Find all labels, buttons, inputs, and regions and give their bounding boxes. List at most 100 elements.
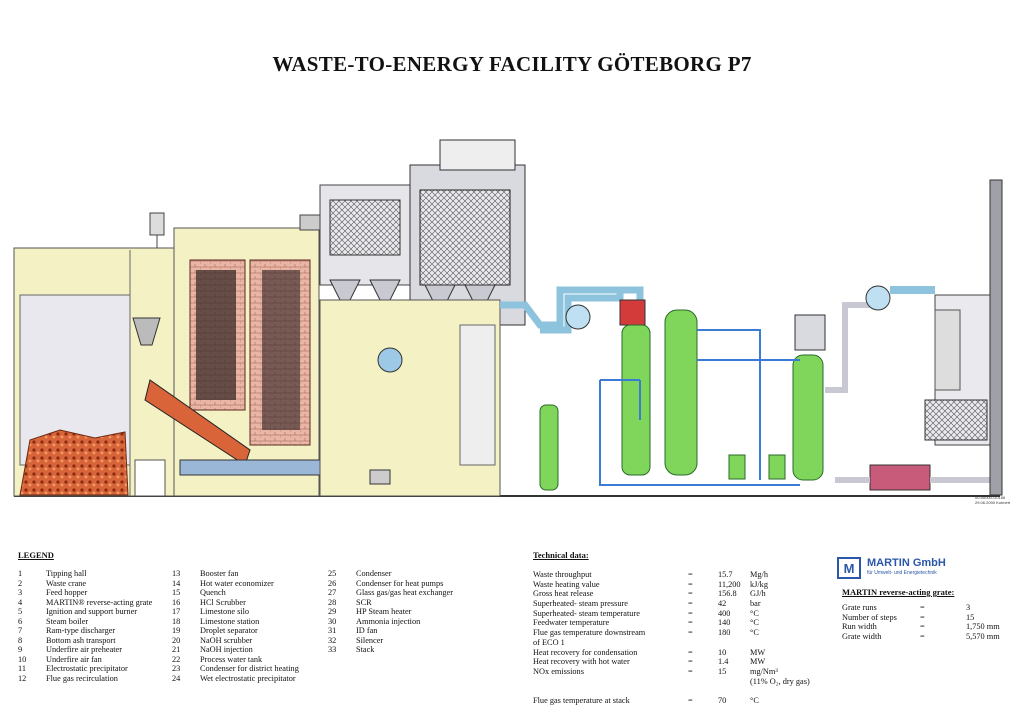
legend-number: 9 xyxy=(18,645,23,655)
technical-label xyxy=(533,677,688,687)
legend-number: 26 xyxy=(328,578,337,588)
legend-item: 26 Condenser for heat pumps xyxy=(328,579,453,589)
legend-number: 3 xyxy=(18,588,23,598)
legend-text: HCl Scrubber xyxy=(200,597,246,607)
technical-eq: = xyxy=(688,599,693,609)
legend-number: 7 xyxy=(18,626,23,636)
martin-logo-icon: M xyxy=(837,557,861,579)
legend-number: 27 xyxy=(328,588,337,598)
plant-diagram: 00-00000-G0156 29.06.2000 Kuhnert xyxy=(13,139,1011,505)
technical-unit xyxy=(750,638,820,648)
technical-label: of ECO 1 xyxy=(533,637,565,647)
svg-text:M: M xyxy=(844,561,855,576)
technical-row: Heat recovery with hot water = 1.4 MW xyxy=(533,657,820,667)
legend-item: 9 Underfire air preheater xyxy=(18,645,152,655)
legend-number: 14 xyxy=(172,578,181,588)
legend-text: Condenser xyxy=(356,569,392,578)
legend-text: Underfire air preheater xyxy=(46,645,123,655)
legend-text: Tipping hall xyxy=(46,569,87,578)
legend-number: 30 xyxy=(328,616,337,626)
technical-eq: = xyxy=(688,657,693,667)
legend-text: Droplet separator xyxy=(200,626,258,636)
technical-value: 15.7 xyxy=(718,570,733,579)
legend-text: Stack xyxy=(356,645,375,655)
diagram-note-1: 00-00000-G0156 xyxy=(975,495,1006,500)
legend-text: NaOH scrubber xyxy=(200,635,253,645)
technical-label: Heat recovery with hot water xyxy=(533,657,630,667)
legend-text: Underfire air fan xyxy=(46,654,102,664)
technical-unit xyxy=(750,686,820,696)
page-title: WASTE-TO-ENERGY FACILITY GÖTEBORG P7 xyxy=(272,52,752,76)
technical-label xyxy=(533,686,688,696)
legend-number: 12 xyxy=(18,674,27,684)
legend-text: Limestone silo xyxy=(200,607,250,617)
legend-number: 25 xyxy=(328,569,337,578)
technical-row: of ECO 1 xyxy=(533,638,820,648)
technical-eq: = xyxy=(688,647,693,657)
technical-value: 1.4 xyxy=(718,657,729,667)
technical-value: 10 xyxy=(718,647,727,657)
legend-item: 12 Flue gas recirculation xyxy=(18,674,152,684)
technical-unit: MW xyxy=(750,647,766,657)
legend-text: Ammonia injection xyxy=(356,616,421,626)
legend-text: Hot water economizer xyxy=(200,578,274,588)
grate-value: 5,570 mm xyxy=(966,631,1000,641)
technical-label: Superheated- steam pressure xyxy=(533,599,628,609)
legend-text: HP Steam heater xyxy=(356,607,412,617)
legend-text: Wet electrostatic precipitator xyxy=(200,674,296,684)
legend-text: SCR xyxy=(356,597,372,607)
technical-value xyxy=(718,686,750,696)
technical-label: Flue gas temperature downstream xyxy=(533,628,646,638)
technical-label: Waste throughput xyxy=(533,570,592,579)
company-name: MARTIN GmbH xyxy=(867,557,946,569)
technical-unit: °C xyxy=(750,608,759,618)
legend-text: NaOH injection xyxy=(200,645,253,655)
legend-number: 4 xyxy=(18,597,23,607)
legend-text: Process water tank xyxy=(200,654,263,664)
legend-text: Condenser for heat pumps xyxy=(356,578,444,588)
grate-label: Grate width xyxy=(842,631,882,641)
stack-area xyxy=(825,179,1003,496)
technical-eq: = xyxy=(688,666,693,676)
legend-number: 6 xyxy=(18,616,23,626)
technical-value: 15 xyxy=(718,666,727,676)
electrostatic-precipitator xyxy=(319,139,526,497)
technical-unit: °C xyxy=(750,618,759,628)
grate-value: 15 xyxy=(966,612,975,622)
technical-unit: °C xyxy=(750,628,759,638)
legend-number: 31 xyxy=(328,626,337,636)
technical-value: 70 xyxy=(718,695,727,705)
legend-number: 13 xyxy=(172,569,181,578)
waste-crane xyxy=(132,212,165,346)
technical-label: Heat recovery for condensation xyxy=(533,647,638,657)
technical-unit: kJ/kg xyxy=(750,579,768,589)
technical-unit: (11% O₂, dry gas) xyxy=(750,676,810,686)
grate-row: Number of steps=15 xyxy=(842,613,1000,623)
technical-unit: MW xyxy=(750,657,766,667)
grate-eq: = xyxy=(920,612,925,622)
technical-unit: GJ/h xyxy=(750,589,766,599)
technical-label: Superheated- steam temperature xyxy=(533,608,640,618)
legend-text: Flue gas recirculation xyxy=(46,674,118,684)
legend-heading: LEGEND xyxy=(18,550,54,560)
technical-value: 180 xyxy=(718,628,731,638)
tipping-hall xyxy=(13,247,175,497)
legend-text: Electrostatic precipitator xyxy=(46,664,128,674)
technical-heading: Technical data: xyxy=(533,550,589,560)
